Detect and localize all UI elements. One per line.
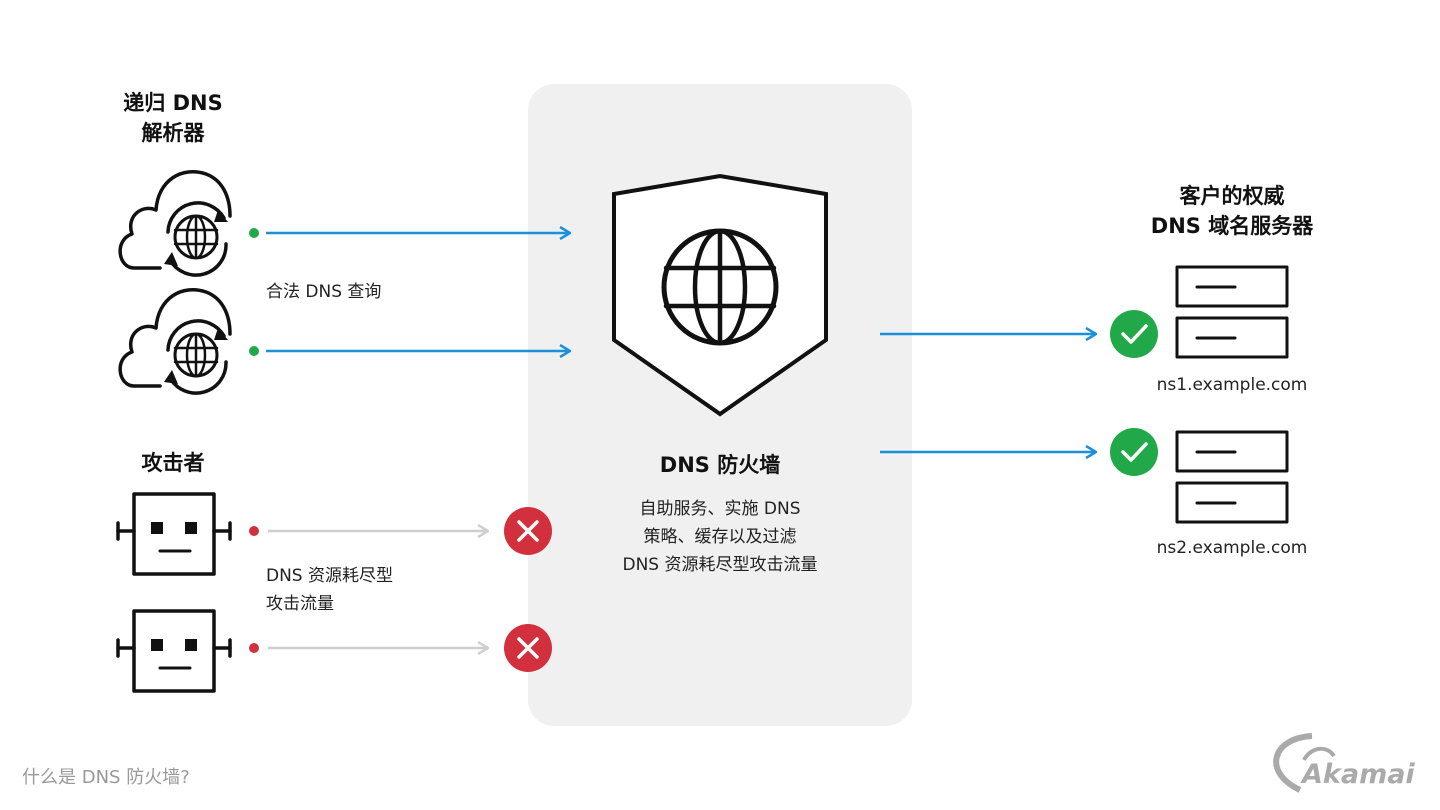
green-dot-icon [249,346,259,356]
check-icon [1110,310,1158,358]
akamai-logo: Akamai [1273,733,1415,793]
firewall-desc-line2: 策略、缓存以及过滤 [644,527,797,547]
server-icon [1175,265,1289,359]
shield-globe-icon [612,173,828,417]
red-dot-icon [249,526,259,536]
check-icon [1110,428,1158,476]
firewall-title: DNS 防火墙 [660,453,780,477]
firewall-desc-line3: DNS 资源耗尽型攻击流量 [622,555,817,575]
robot-attacker-icon [116,609,232,693]
firewall-desc-line1: 自助服务、实施 DNS [639,499,800,519]
red-dot-icon [249,643,259,653]
server-icon [1175,430,1289,524]
cloud-resolver-icon [118,288,232,395]
servers-title-line2: DNS 域名服务器 [1151,214,1314,238]
blocked-x-icon [504,507,552,555]
servers-title-line1: 客户的权威 [1180,184,1285,208]
attacker-title: 攻击者 [142,451,205,475]
ns2-label: ns2.example.com [1157,538,1308,558]
resolver-title-line2: 解析器 [142,121,206,145]
blocked-x-icon [504,624,552,672]
resolver-title-line1: 递归 DNS [123,91,222,115]
legit-query-label: 合法 DNS 查询 [266,282,381,302]
footer-caption: 什么是 DNS 防火墙? [22,767,190,788]
akamai-logo-text: Akamai [1300,759,1415,790]
attack-traffic-line2: 攻击流量 [266,594,334,614]
attack-traffic-line1: DNS 资源耗尽型 [266,566,393,586]
ns1-label: ns1.example.com [1157,375,1308,395]
robot-attacker-icon [116,492,232,576]
cloud-resolver-icon [118,170,232,277]
green-dot-icon [249,228,259,238]
